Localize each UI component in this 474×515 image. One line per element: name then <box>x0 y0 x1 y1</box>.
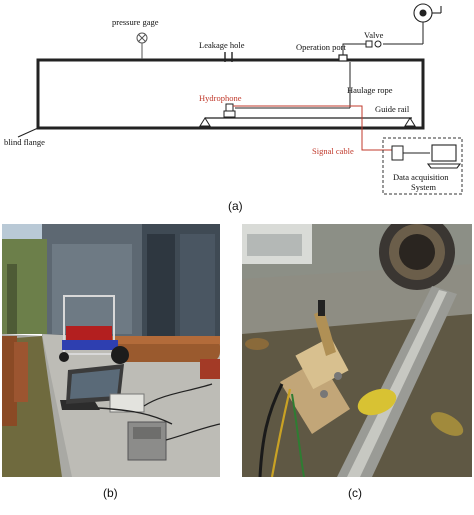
field-test-scene <box>2 224 220 477</box>
operation-port-icon <box>338 54 348 62</box>
label-guide-rail: Guide rail <box>375 104 410 114</box>
label-pressure-gage: pressure gage <box>112 17 159 27</box>
label-data-acquisition-system: System <box>411 182 437 192</box>
label-data-acquisition: Data acquisition <box>393 172 449 182</box>
pump-icon <box>413 3 442 23</box>
hydrophone-icon <box>223 103 236 118</box>
label-signal-cable: Signal cable <box>312 146 354 156</box>
hydrophone-on-guide-rail-photo <box>242 224 472 477</box>
valve-icon <box>365 40 382 48</box>
caption-a: (a) <box>228 199 243 213</box>
field-test-site-photo <box>2 224 220 477</box>
label-hydrophone: Hydrophone <box>199 93 242 103</box>
pipe <box>36 58 425 130</box>
label-valve: Valve <box>364 30 384 40</box>
caption-c: (c) <box>348 486 362 500</box>
pressure-gage-icon <box>136 32 148 59</box>
data-acquisition-box <box>382 137 463 195</box>
guide-rail-support-left <box>199 117 211 127</box>
signal-cable <box>233 105 394 151</box>
guide-rail-support-right <box>404 117 416 127</box>
leakage-hole-icon <box>224 52 233 62</box>
blind-flange-pointer <box>17 127 39 138</box>
label-blind-flange: blind flange <box>4 137 45 147</box>
label-operation-port: Operation port <box>296 42 346 52</box>
laptop-icon <box>426 144 462 169</box>
test-setup-schematic <box>17 3 463 195</box>
daq-unit-icon <box>391 145 430 161</box>
label-leakage-hole: Leakage hole <box>199 40 245 50</box>
caption-b: (b) <box>103 486 118 500</box>
hydrophone-scene <box>242 224 472 477</box>
valve-line <box>342 22 424 55</box>
label-haulage-rope: Haulage rope <box>347 85 393 95</box>
